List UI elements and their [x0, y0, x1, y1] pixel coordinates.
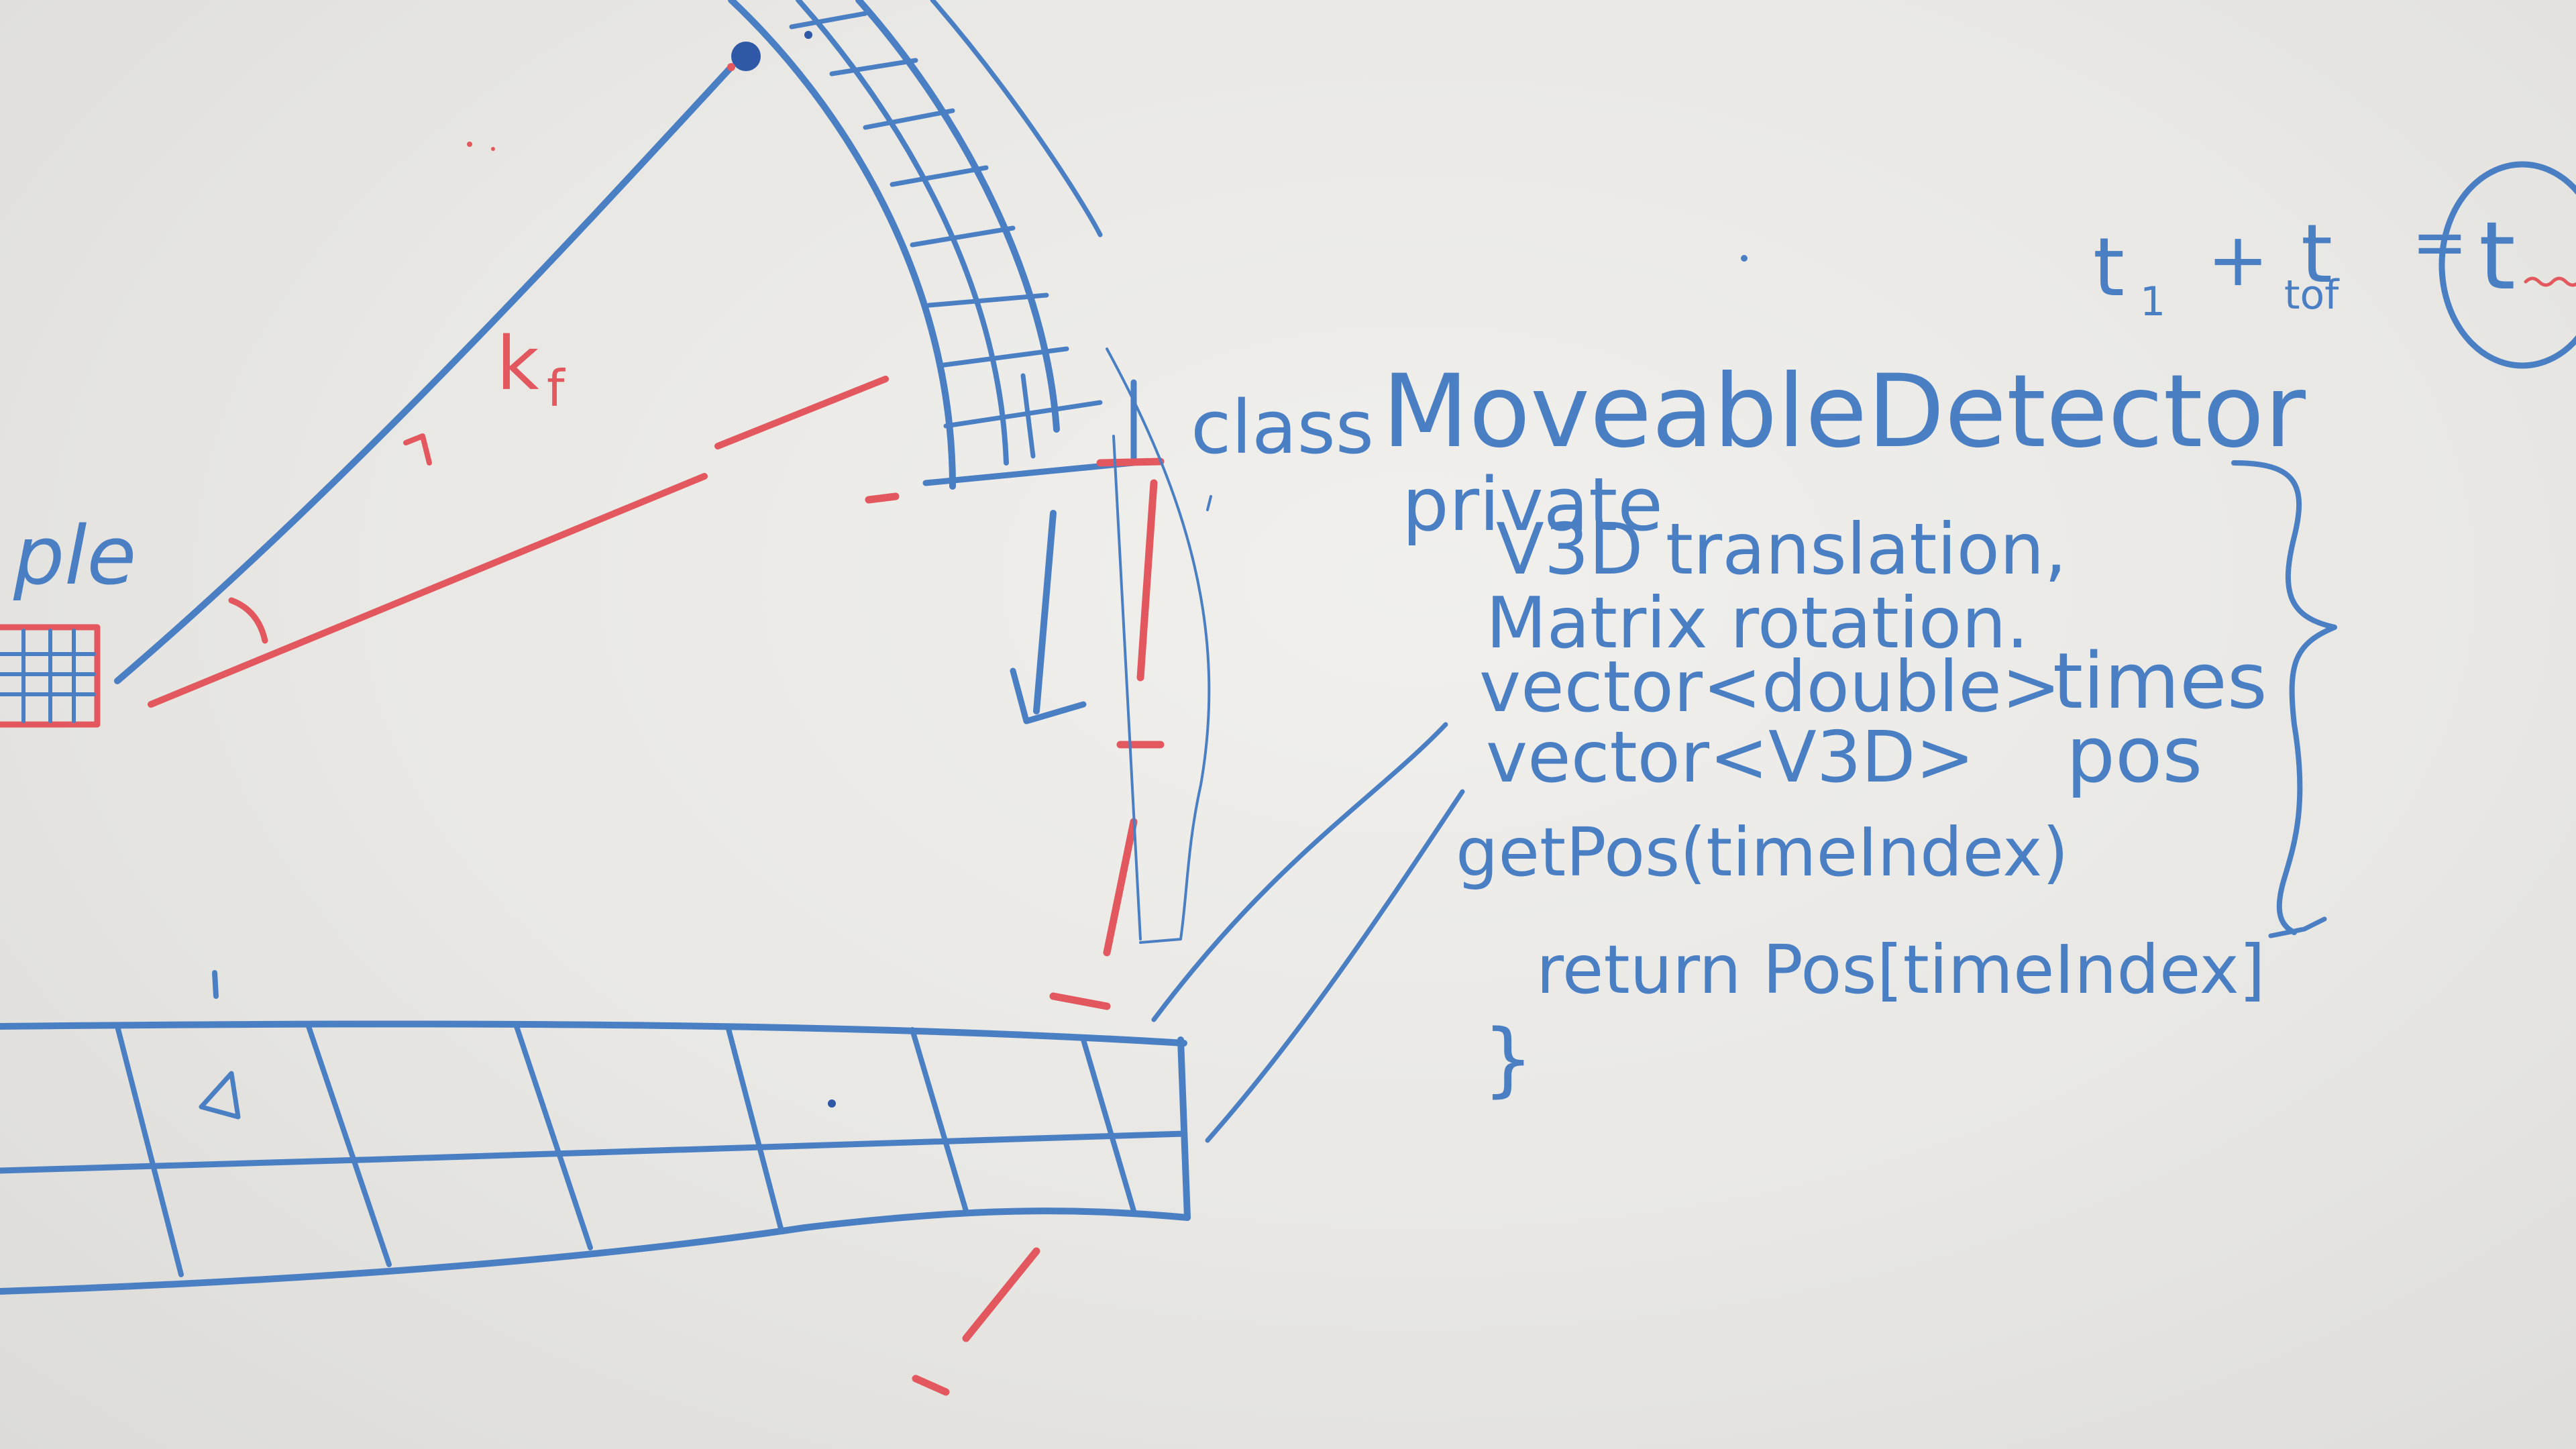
code-line-vector-v3d: vector<V3D> [1486, 716, 1975, 798]
class-keyword: class [1191, 384, 1374, 470]
scattered-beam-line [114, 64, 735, 684]
connector-line-1 [1151, 722, 1448, 1022]
beam-endpoint-dot [727, 63, 735, 71]
move-arrow-head [1010, 667, 1087, 724]
kf-subscript: f [547, 359, 566, 418]
eq-t1-sub: 1 [2140, 278, 2165, 325]
member-pos: pos [2066, 710, 2202, 800]
code-line-rotation: Matrix rotation. [1486, 582, 2029, 664]
result-circle [2438, 161, 2576, 369]
angle-arc [228, 597, 268, 644]
small-arrow-tail [212, 970, 219, 999]
eq-t2: t [2301, 208, 2332, 301]
reference-ray-extension [714, 376, 889, 449]
red-dashed-trajectory [865, 458, 1165, 1396]
code-line-translation: V3D translation, [1496, 508, 2067, 590]
sample-box [0, 624, 101, 728]
detector-dot-small [804, 31, 812, 39]
result-subscript-squiggle [2524, 276, 2576, 287]
sample-label: ple [13, 510, 136, 603]
eq-plus: + [2207, 217, 2269, 303]
kf-label: k [496, 321, 539, 407]
code-line-return: return Pos[timeIndex] [1536, 930, 2265, 1009]
move-arrow-shaft [1033, 510, 1057, 714]
eq-result: t [2479, 202, 2516, 311]
class-code-block: class MoveableDetector private V3D trans… [1191, 354, 2306, 1106]
detector-pixel-dot [731, 42, 761, 71]
reference-ray [148, 473, 708, 708]
class-brace [2231, 460, 2337, 935]
detector-path-inner [1112, 435, 1142, 941]
code-line-vector-double: vector<double> [1479, 646, 2061, 728]
angle-tick [403, 433, 432, 466]
private-keyword: private [1402, 462, 1663, 547]
flat-detector-bank [0, 1020, 1191, 1295]
small-arrow-head [199, 1071, 241, 1120]
detector-path-outline [1106, 347, 1211, 944]
connector-line-2 [1205, 789, 1465, 1143]
eq-t1: t [2093, 221, 2125, 315]
class-name: MoveableDetector [1382, 354, 2306, 470]
code-closing-brace: } [1483, 1013, 1534, 1106]
time-equation: t 1 + t tof = t [2093, 161, 2576, 369]
code-line-getpos: getPos(timeIndex) [1456, 813, 2068, 892]
eq-t2-sub: tof [2284, 272, 2340, 319]
member-times: times [2053, 637, 2267, 727]
